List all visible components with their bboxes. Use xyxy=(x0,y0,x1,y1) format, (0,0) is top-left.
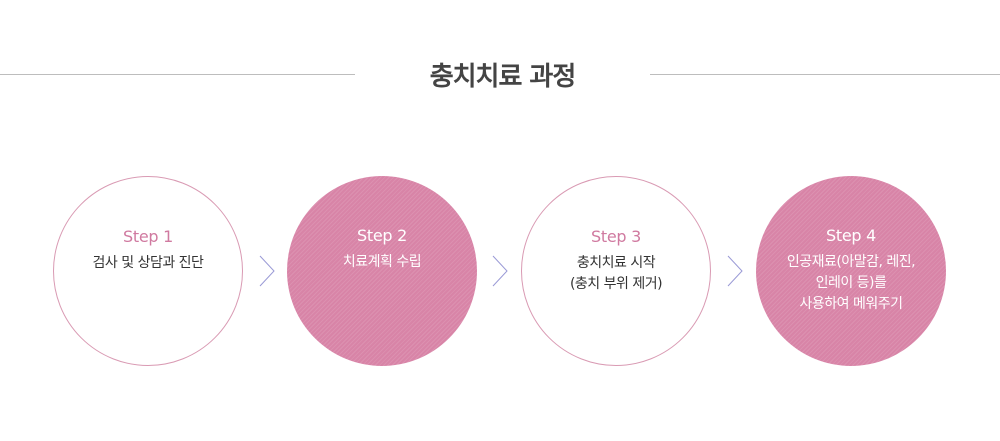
step-2-description: 치료계획 수립 xyxy=(342,254,422,270)
step-4-label: Step 4 xyxy=(826,226,876,245)
chevron-right-icon xyxy=(258,254,276,288)
step-3-label: Step 3 xyxy=(591,227,641,246)
step-4-circle: Step 4 인공재료(아말감, 레진, 인레이 등)를 사용하여 메워주기 xyxy=(756,176,946,366)
chevron-right-icon xyxy=(726,254,744,288)
chevron-right-icon xyxy=(491,254,509,288)
title-divider-left xyxy=(0,74,355,75)
step-2-label: Step 2 xyxy=(357,226,407,245)
section-header: 충치치료 과정 xyxy=(0,50,1000,100)
page-title: 충치치료 과정 xyxy=(429,62,577,92)
step-1-label: Step 1 xyxy=(123,227,173,246)
step-3-description: 충치치료 시작 (충치 부위 제거) xyxy=(569,255,663,292)
step-1-circle: Step 1 검사 및 상담과 진단 xyxy=(53,176,243,366)
step-4-description: 인공재료(아말감, 레진, 인레이 등)를 사용하여 메워주기 xyxy=(786,254,916,312)
steps-row: Step 1 검사 및 상담과 진단 Step 2 치료계획 수립 Step 3… xyxy=(0,176,1000,368)
step-3-circle: Step 3 충치치료 시작 (충치 부위 제거) xyxy=(521,176,711,366)
step-1-description: 검사 및 상담과 진단 xyxy=(92,255,204,271)
step-2-circle: Step 2 치료계획 수립 xyxy=(287,176,477,366)
title-divider-right xyxy=(650,74,1000,75)
